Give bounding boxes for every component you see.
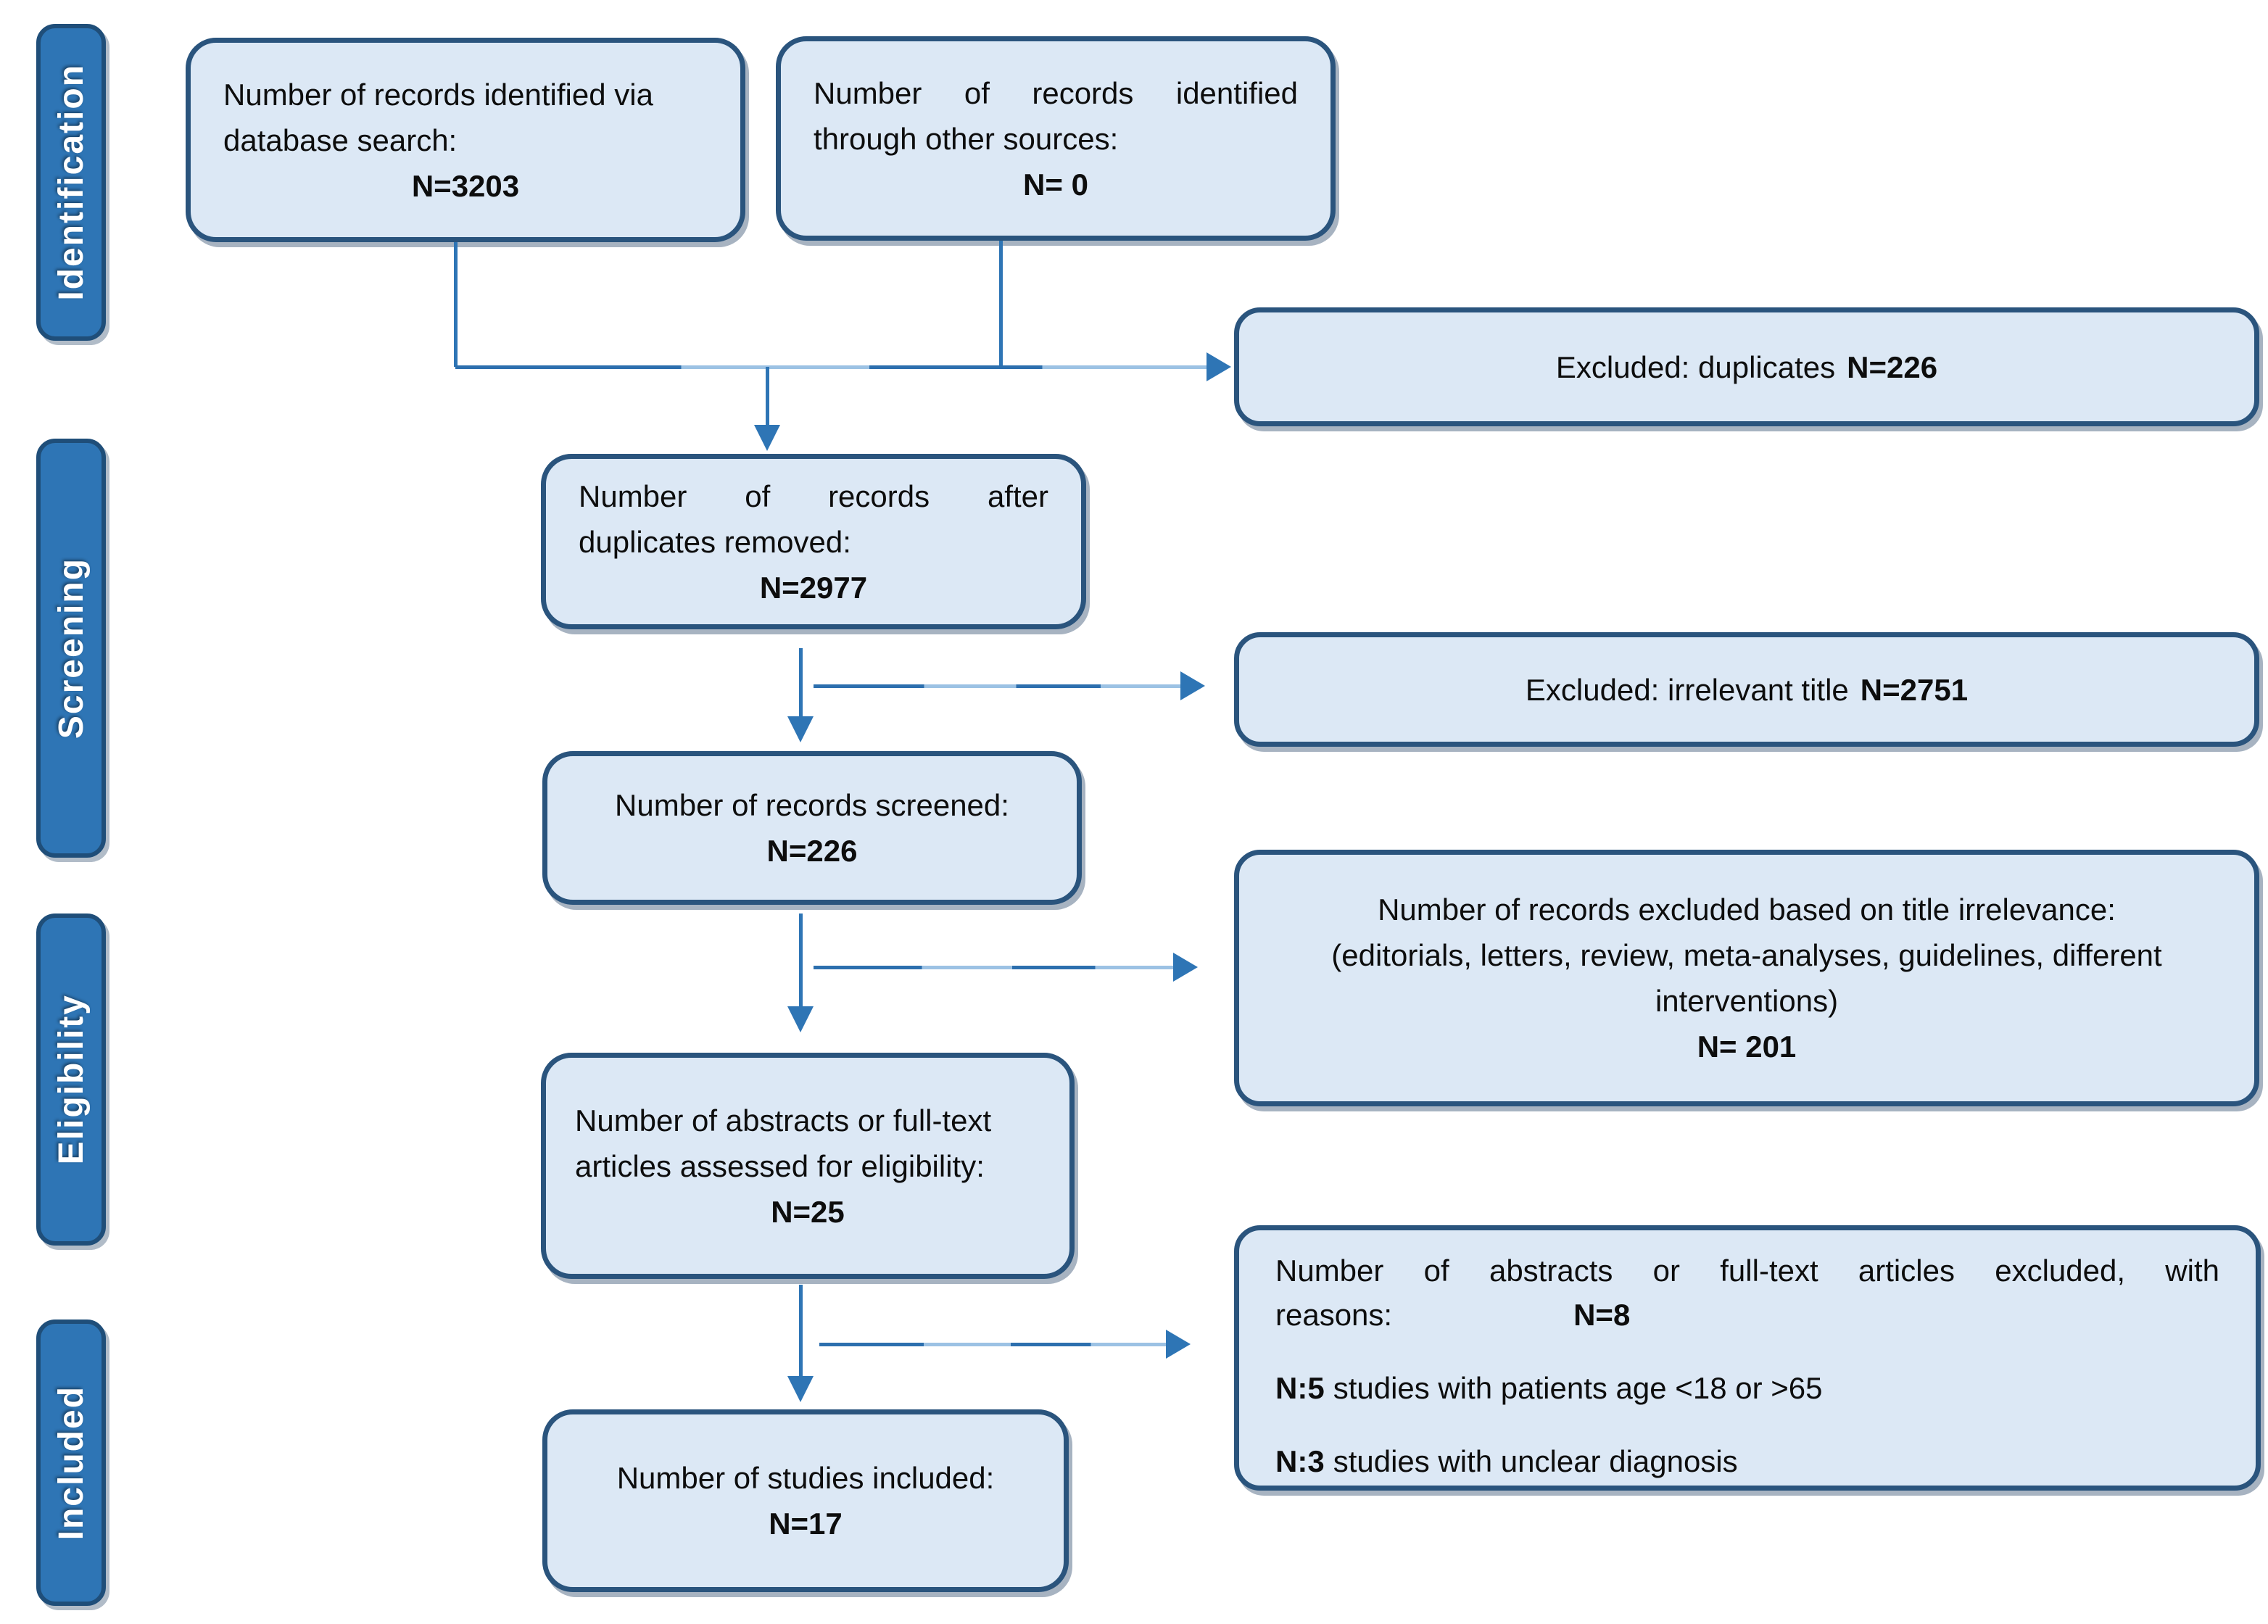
- record-count: N=8: [1573, 1297, 1631, 1332]
- connector-assessed-down: [799, 1285, 803, 1378]
- stage-label-identification-text: Identification: [51, 64, 91, 301]
- box-text-line: database search:: [223, 123, 458, 157]
- connector-to-fulltext-excluded: [819, 1343, 1167, 1346]
- stage-label-screening: Screening: [36, 439, 106, 858]
- reason-text: studies with patients age <18 or >65: [1333, 1370, 1823, 1405]
- record-count: N= 0: [1023, 167, 1088, 202]
- box-text-line: through other sources:: [814, 121, 1119, 156]
- box-text-line: Number of studies included:: [616, 1461, 995, 1495]
- connector-database-box-down: [454, 242, 458, 367]
- box-text-line: Number of abstracts or full-text: [575, 1103, 992, 1138]
- record-count: N=226: [766, 834, 858, 868]
- stage-label-screening-text: Screening: [51, 557, 91, 740]
- box-text-line: (editorials, letters, review, meta-analy…: [1331, 938, 2162, 1018]
- box-text-line: Number of abstracts or full-text article…: [1275, 1254, 2219, 1288]
- box-text-line: articles assessed for eligibility:: [575, 1148, 985, 1183]
- record-count: N= 201: [1697, 1030, 1797, 1064]
- stage-label-eligibility: Eligibility: [36, 914, 106, 1246]
- connector-other-sources-box-down: [999, 241, 1003, 367]
- box-text-line: Number of records excluded based on titl…: [1378, 892, 2116, 927]
- connector-screened-down: [799, 914, 803, 1008]
- box-records-after-duplicates: Number of records after duplicates remov…: [541, 454, 1086, 629]
- box-excluded-irrelevant-title: Excluded: irrelevant title N=2751: [1234, 632, 2259, 747]
- connector-junction-to-duplicates: [455, 365, 1208, 369]
- box-excluded-title-irrelevance: Number of records excluded based on titl…: [1234, 850, 2259, 1106]
- record-count: N=25: [771, 1194, 845, 1229]
- arrowhead-to-excluded-irrelevant-title: [1180, 671, 1205, 700]
- box-text-line: Number of records screened:: [615, 788, 1009, 822]
- reasons-label: reasons:: [1275, 1297, 1393, 1332]
- record-count: N=2751: [1860, 672, 1969, 707]
- reason-count: N:3: [1275, 1443, 1325, 1478]
- stage-label-eligibility-text: Eligibility: [51, 994, 91, 1165]
- box-text-line: Number of records after: [579, 478, 1048, 513]
- exclusion-label: Excluded: duplicates: [1555, 349, 1836, 384]
- stage-label-included: Included: [36, 1320, 106, 1606]
- arrowhead-to-studies-included: [787, 1376, 814, 1402]
- record-count: N=226: [1847, 349, 1938, 384]
- reason-count: N:5: [1275, 1370, 1325, 1405]
- connector-to-irrelevant-title: [814, 684, 1182, 688]
- arrowhead-to-records-screened: [787, 716, 814, 742]
- box-studies-included: Number of studies included: N=17: [542, 1409, 1069, 1592]
- connector-to-title-irrelevance: [814, 966, 1175, 969]
- box-records-screened: Number of records screened: N=226: [542, 751, 1082, 905]
- arrowhead-to-after-duplicates: [754, 425, 780, 451]
- box-excluded-fulltext: Number of abstracts or full-text article…: [1234, 1225, 2261, 1491]
- box-text-line: reasons: N=8: [1275, 1293, 2219, 1338]
- reason-text: studies with unclear diagnosis: [1333, 1443, 1738, 1478]
- box-text-line: Excluded: irrelevant title N=2751: [1272, 667, 2222, 713]
- record-count: N=17: [769, 1507, 843, 1541]
- box-records-identified-other-sources: Number of records identified through oth…: [776, 36, 1336, 241]
- arrowhead-to-excluded-fulltext: [1166, 1330, 1191, 1359]
- box-text-line: duplicates removed:: [579, 524, 851, 559]
- arrowhead-to-assessed: [787, 1006, 814, 1032]
- arrowhead-to-excluded-duplicates: [1207, 352, 1231, 381]
- box-text-line: Number of records identified via: [223, 77, 653, 112]
- connector-after-duplicates-down: [799, 648, 803, 718]
- box-text-line: Number of records identified: [814, 75, 1298, 110]
- exclusion-label: Excluded: irrelevant title: [1525, 672, 1849, 707]
- box-text-line: Excluded: duplicates N=226: [1272, 344, 2222, 390]
- box-records-identified-database: Number of records identified via databas…: [186, 38, 745, 242]
- record-count: N=2977: [759, 570, 868, 605]
- connector-junction-down: [766, 367, 769, 426]
- record-count: N=3203: [411, 168, 520, 203]
- arrowhead-to-excluded-title-irrelevance: [1173, 953, 1198, 982]
- stage-label-identification: Identification: [36, 24, 106, 341]
- stage-label-included-text: Included: [51, 1385, 91, 1541]
- box-excluded-duplicates: Excluded: duplicates N=226: [1234, 307, 2259, 426]
- box-assessed-eligibility: Number of abstracts or full-text article…: [541, 1053, 1075, 1279]
